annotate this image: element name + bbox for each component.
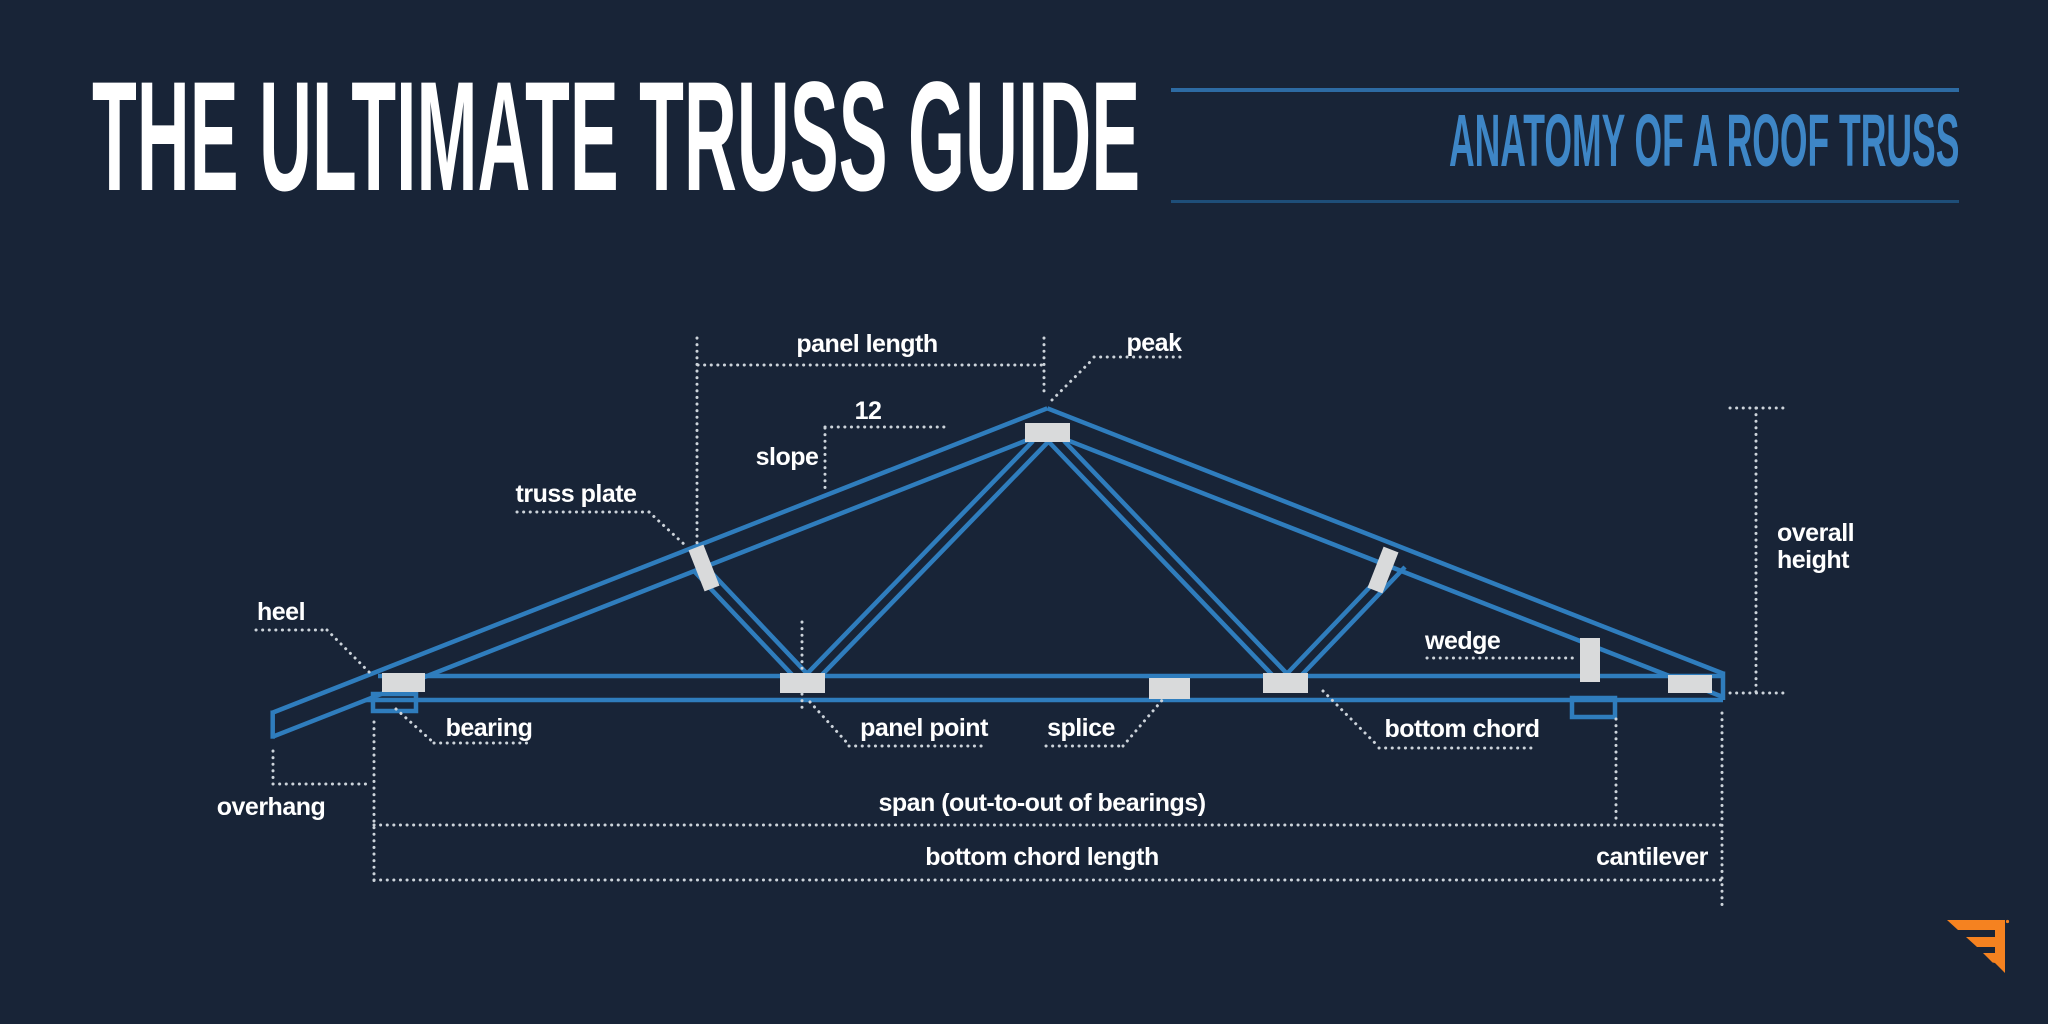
heel-leader-diagonal bbox=[325, 628, 374, 677]
logo-bar-middle bbox=[1966, 937, 1995, 947]
peak-plate bbox=[1025, 423, 1070, 442]
cantilever-label: cantilever bbox=[1596, 843, 1709, 871]
truss-plate-label: truss plate bbox=[516, 480, 638, 508]
right-top-chord-plate bbox=[1367, 546, 1399, 594]
heel-label: heel bbox=[257, 598, 305, 626]
right-panel-point-plate bbox=[1263, 673, 1308, 693]
top-chord-left-upper-edge bbox=[271, 406, 1049, 715]
splice-leader-diagonal bbox=[1121, 696, 1166, 748]
left-heel-plate bbox=[382, 673, 425, 692]
web-left-inner-edge2 bbox=[813, 439, 1051, 684]
overhang-label: overhang bbox=[217, 793, 326, 821]
wedge-block bbox=[1580, 638, 1600, 682]
web-right-outer-edge2 bbox=[1293, 565, 1407, 684]
logo-bar-bottom bbox=[1983, 953, 1995, 963]
truss-members bbox=[270, 406, 1726, 739]
top-chord-right-upper-edge bbox=[1046, 406, 1724, 676]
bearing-label: bearing bbox=[446, 714, 533, 742]
web-left-outer-edge2 bbox=[707, 568, 817, 684]
top-rule-line bbox=[1171, 88, 1959, 92]
logo-trademark-dot bbox=[2005, 919, 2010, 924]
overall-height-label-line2: height bbox=[1777, 546, 1850, 574]
left-top-chord-plate bbox=[688, 544, 720, 592]
dimension-lines bbox=[254, 336, 1785, 913]
slope-label: slope bbox=[756, 443, 819, 471]
bottom-rule-line bbox=[1171, 200, 1959, 203]
diagram-labels: panel length peak 12 slope truss plate h… bbox=[217, 329, 1855, 871]
span-label: span (out-to-out of bearings) bbox=[878, 789, 1205, 817]
wedge-label: wedge bbox=[1424, 627, 1501, 655]
page-subtitle: ANATOMY OF A ROOF TRUSS bbox=[1448, 99, 1959, 182]
splice-label: splice bbox=[1047, 714, 1115, 742]
overall-height-label-line1: overall bbox=[1777, 519, 1854, 547]
web-left-inner-edge1 bbox=[797, 439, 1035, 684]
panel-point-label: panel point bbox=[860, 714, 989, 742]
panel-length-label: panel length bbox=[796, 330, 937, 358]
peak-label: peak bbox=[1127, 329, 1183, 357]
left-panel-point-plate bbox=[780, 673, 825, 693]
left-bearing-block bbox=[370, 691, 419, 714]
logo-vertical-bar bbox=[1995, 920, 2005, 973]
panel-point-leader-diagonal bbox=[808, 700, 851, 747]
web-right-inner-edge1 bbox=[1046, 439, 1281, 684]
bottom-chord-length-label: bottom chord length bbox=[925, 843, 1159, 871]
page-title: THE ULTIMATE TRUSS GUIDE bbox=[92, 50, 1141, 224]
header-right-block: ANATOMY OF A ROOF TRUSS bbox=[1171, 88, 1959, 208]
bearing-leader-diagonal bbox=[394, 707, 436, 745]
web-right-inner-edge2 bbox=[1062, 439, 1297, 684]
truss-plates bbox=[382, 423, 1712, 699]
peak-leader-diagonal bbox=[1050, 356, 1096, 402]
logo-bar-top bbox=[1947, 920, 2005, 930]
truss-wing-logo-icon bbox=[1947, 919, 2010, 973]
splice-plate bbox=[1149, 678, 1190, 699]
bottom-chord-label: bottom chord bbox=[1384, 715, 1539, 743]
bottom-chord-leader-diagonal bbox=[1321, 689, 1381, 749]
right-bearing-block bbox=[1569, 695, 1618, 720]
truss-plate-leader-diagonal bbox=[647, 510, 688, 548]
slope-number-label: 12 bbox=[855, 397, 882, 425]
right-heel-plate bbox=[1668, 675, 1712, 693]
